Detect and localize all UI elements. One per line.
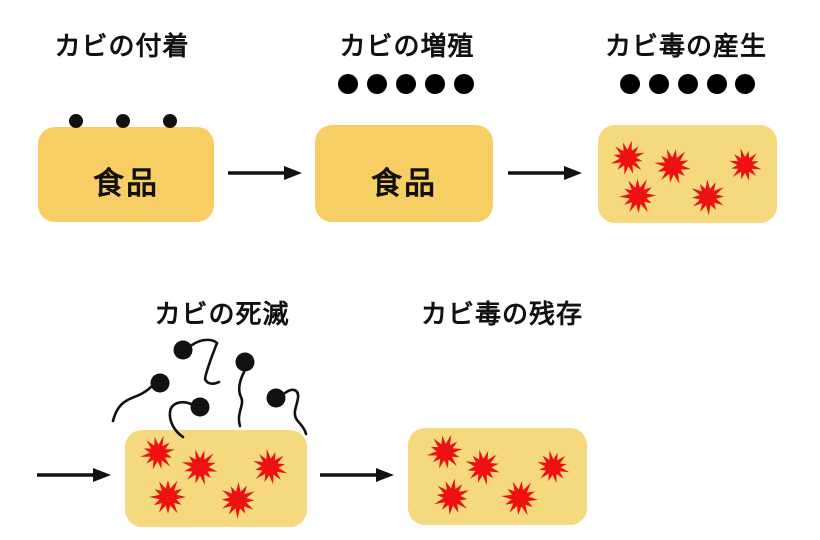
flow-arrow-1-icon: [228, 166, 302, 180]
food-rect: [315, 125, 493, 222]
mold-spore-dots: [69, 114, 177, 128]
stage-title-mold-death: カビの死滅: [154, 299, 290, 329]
food-label-attachment: 食品: [93, 166, 159, 201]
dead-spore-icon: [111, 373, 170, 423]
flow-arrow-2-icon: [508, 166, 582, 180]
stage-title-toxin-production: カビ毒の産生: [604, 31, 767, 61]
food-block-mold-death: [111, 338, 308, 527]
food-block-growth: [315, 74, 493, 222]
dead-spore-icon: [235, 352, 255, 428]
food-rect: [38, 127, 214, 222]
food-block-toxin-production: [598, 74, 777, 223]
food-block-toxin-remains: [408, 428, 587, 525]
food-block-attachment: [38, 114, 214, 222]
flow-arrow-3-icon: [37, 468, 111, 482]
mold-spore-dot-icon: [69, 114, 83, 128]
dead-spore-icon: [168, 397, 210, 439]
flow-arrow-4-icon: [320, 468, 394, 482]
food-label-growth: 食品: [371, 166, 437, 201]
dead-spore-icon: [266, 388, 308, 436]
stage-title-mold-attachment: カビの付着: [54, 31, 190, 61]
dead-mold-spores: [111, 338, 308, 439]
food-rect: [598, 125, 777, 223]
food-rect: [408, 428, 587, 525]
dead-spore-icon: [173, 338, 221, 385]
stage-title-mold-growth: カビの増殖: [339, 31, 475, 61]
stage-title-toxin-remains: カビ毒の残存: [420, 299, 583, 329]
mold-spore-dot-icon: [163, 114, 177, 128]
mold-spore-dot-icon: [116, 114, 130, 128]
